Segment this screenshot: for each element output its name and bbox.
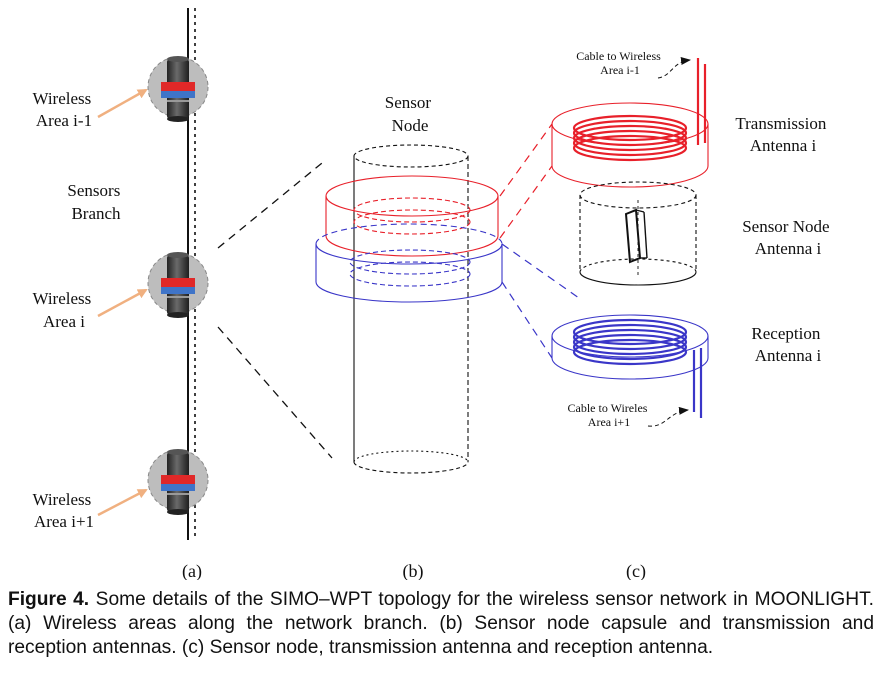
label-area-i-plus-1: Wireless Area i+1 <box>32 490 95 531</box>
arrow-cable-top <box>657 57 691 79</box>
projection-line-bottom <box>217 326 333 459</box>
arrow-area-i-minus-1 <box>97 88 148 119</box>
label-sensor-node-antenna: Sensor Node Antenna i <box>742 217 834 258</box>
figure-caption: Figure 4. Some details of the SIMO–WPT t… <box>8 588 874 660</box>
label-reception-antenna: Reception Antenna i <box>751 324 824 365</box>
transmission-antenna <box>551 58 709 188</box>
projection-line-top <box>217 162 323 249</box>
sensor-node-cylinder <box>353 144 469 474</box>
label-sensors-branch: Sensors Branch <box>67 181 124 223</box>
sensor-node-antenna <box>624 208 648 264</box>
label-area-i-minus-1: Wireless Area i-1 <box>32 89 95 130</box>
panel-letter-b: (b) <box>403 561 424 580</box>
figure-diagram: Wireless Area i-1 Sensors Branch Wireles… <box>32 8 834 580</box>
reception-antenna <box>551 314 709 418</box>
panel-c: Cable to Wireless Area i-1 Transmission … <box>551 49 834 429</box>
label-sensor-node: Sensor Node <box>385 93 436 135</box>
reception-ring <box>315 223 503 303</box>
reception-coil <box>572 318 688 366</box>
caption-text: Some details of the SIMO–WPT topology fo… <box>8 589 874 658</box>
transmission-ring <box>325 175 499 257</box>
capsule-area-i-minus-1 <box>147 55 209 123</box>
transmission-coil <box>572 114 688 162</box>
arrow-area-i-plus-1 <box>97 488 148 517</box>
panel-letter-a: (a) <box>182 561 202 580</box>
panel-a: Wireless Area i-1 Sensors Branch Wireles… <box>32 8 209 540</box>
capsule-area-i <box>147 251 209 319</box>
panel-letter-c: (c) <box>626 561 646 580</box>
capsule-area-i-plus-1 <box>147 448 209 516</box>
label-cable-top: Cable to Wireless Area i-1 <box>576 49 664 77</box>
label-area-i: Wireless Area i <box>32 289 95 331</box>
label-transmission-antenna: Transmission Antenna i <box>735 114 830 155</box>
label-cable-bottom: Cable to Wireles Area i+1 <box>568 401 651 429</box>
connector-lines <box>499 123 580 359</box>
arrow-cable-bottom <box>647 406 689 427</box>
caption-label: Figure 4. <box>8 589 90 610</box>
panel-b: Sensor Node <box>315 93 503 474</box>
arrow-area-i <box>97 288 148 318</box>
